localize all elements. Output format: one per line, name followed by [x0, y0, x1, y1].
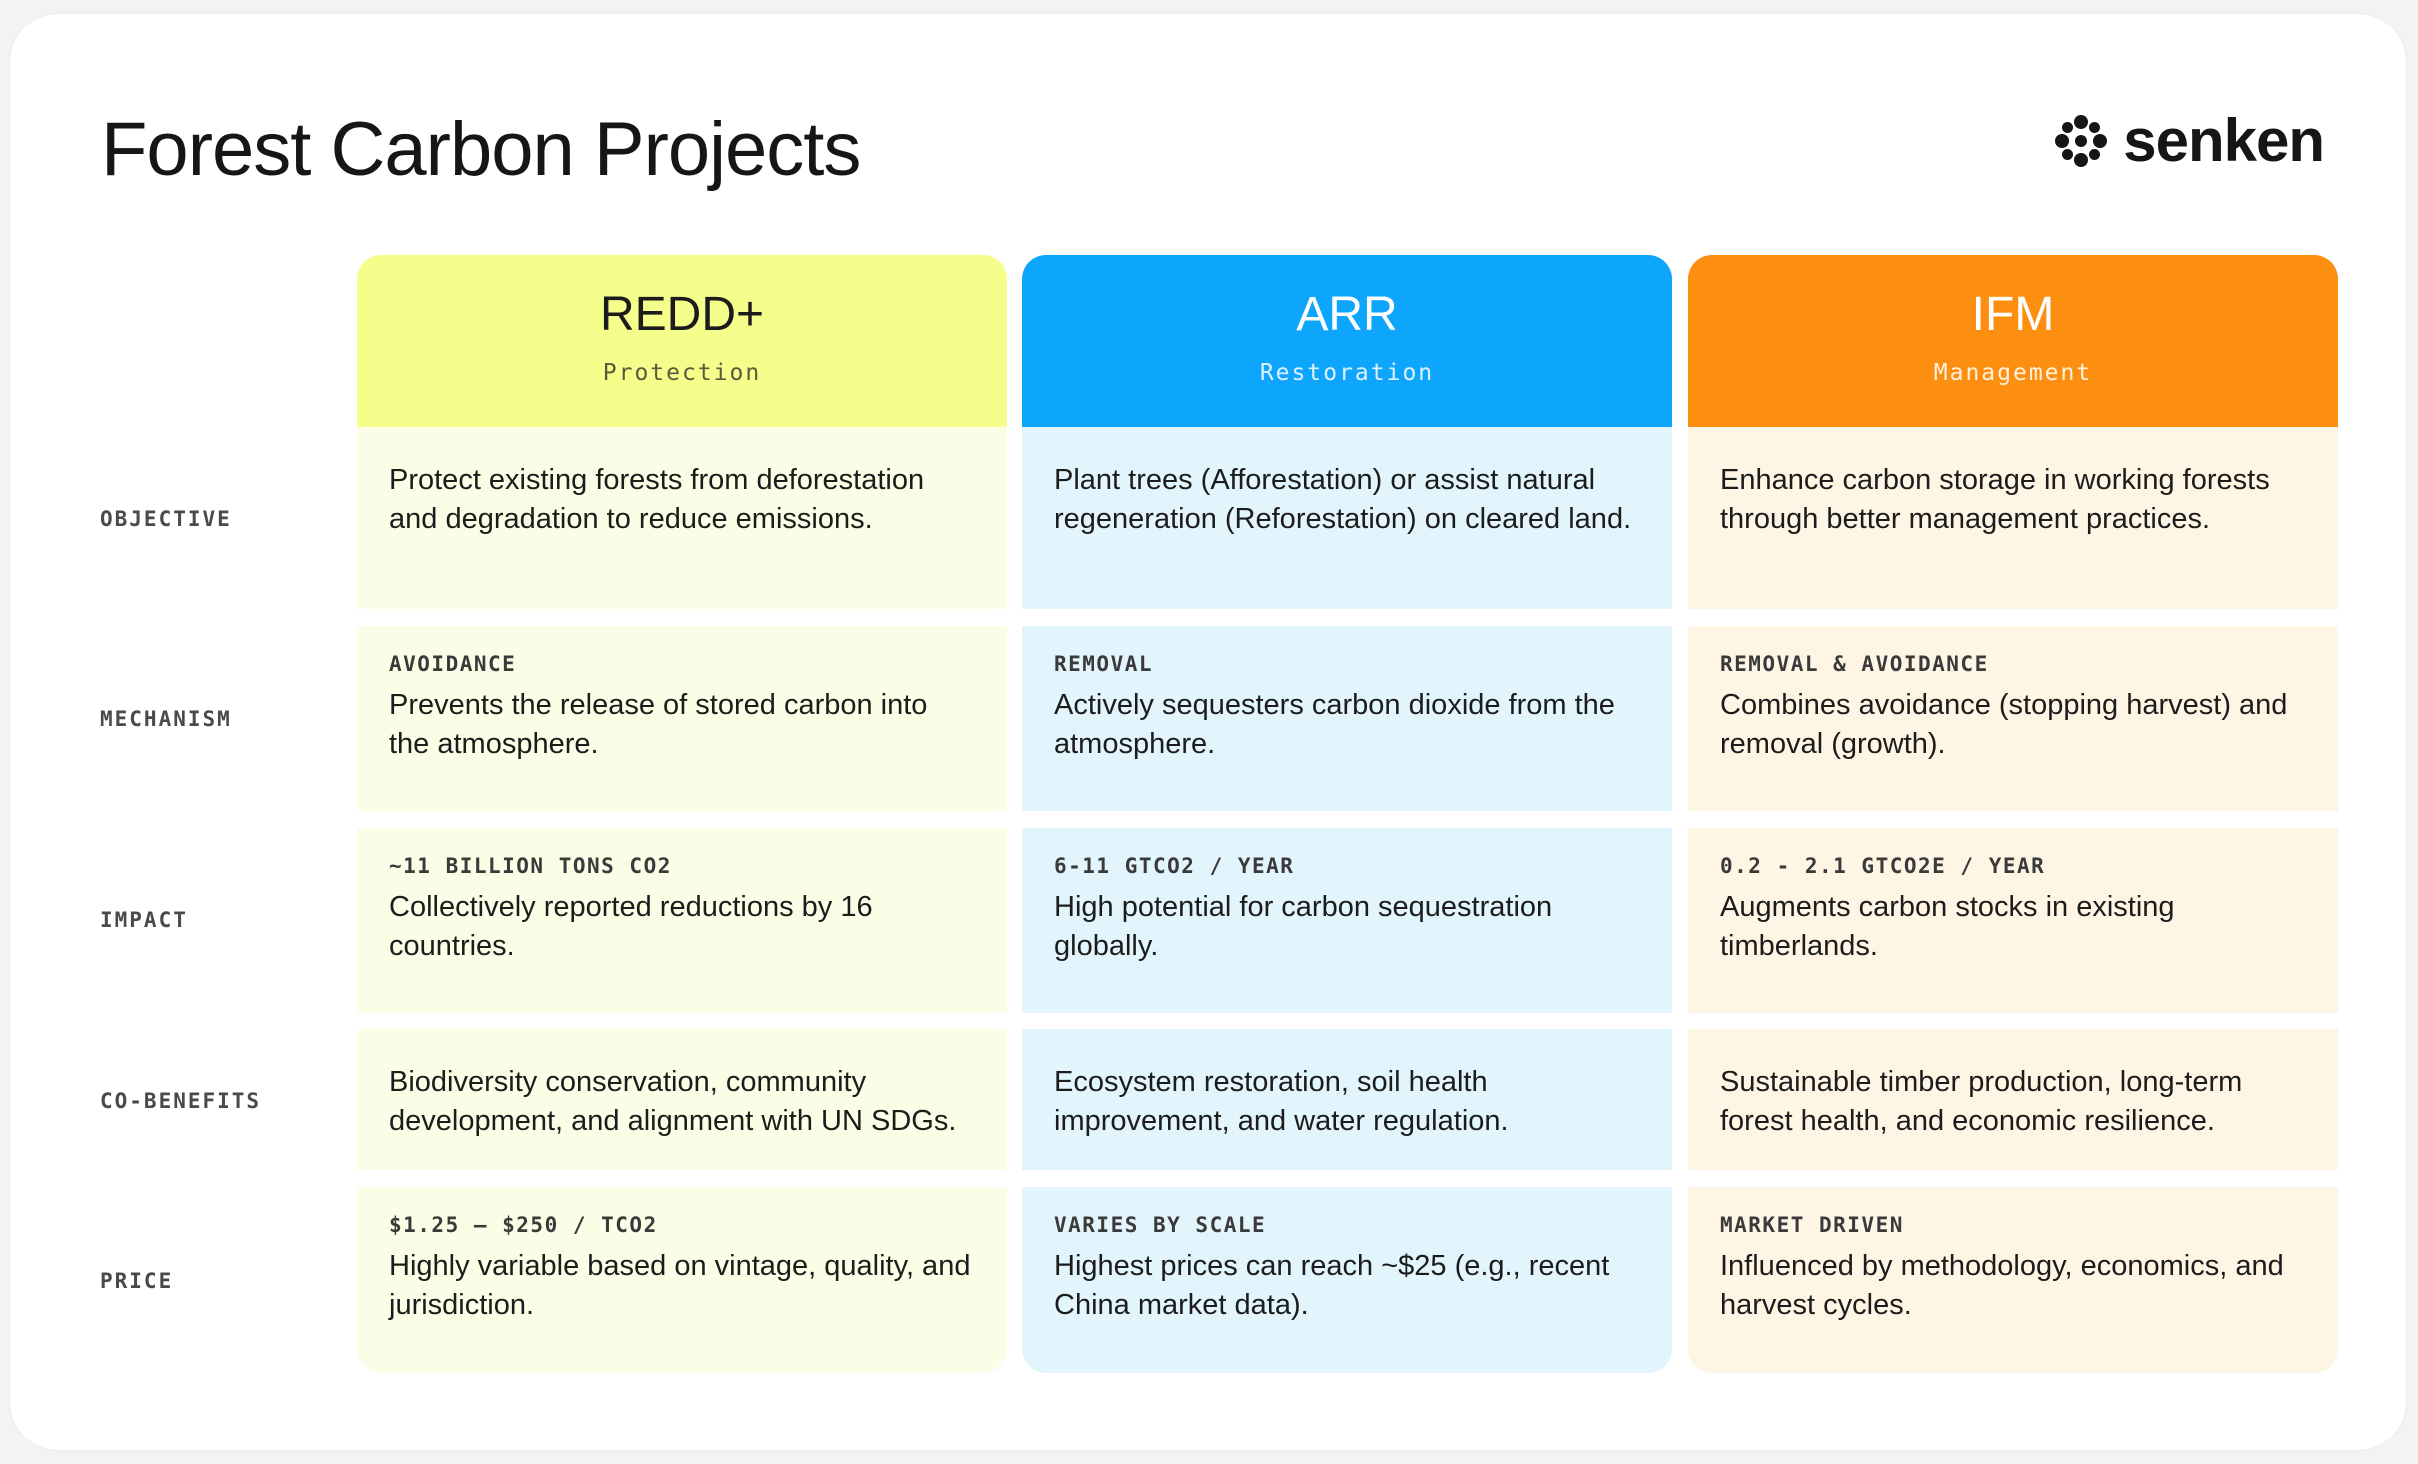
- cell-text: Highest prices can reach ~$25 (e.g., rec…: [1054, 1250, 1610, 1321]
- row-label-objective: OBJECTIVE: [100, 507, 232, 531]
- card: Forest Carbon Projects senken REDD+ Prot…: [10, 14, 2406, 1450]
- cell-text: Protect existing forests from deforestat…: [389, 464, 925, 535]
- cell-redd-impact: ~11 BILLION TONS CO2 Collectively report…: [357, 828, 1007, 1013]
- column-title: REDD+: [599, 288, 765, 341]
- cell-text: Enhance carbon storage in working forest…: [1720, 464, 2270, 535]
- column-title: ARR: [1296, 288, 1398, 341]
- cell-arr-impact: 6-11 GTCO2 / YEAR High potential for car…: [1022, 828, 1672, 1013]
- cell-text: Sustainable timber production, long-term…: [1720, 1066, 2243, 1137]
- cell-text: Influenced by methodology, economics, an…: [1720, 1250, 2284, 1321]
- column-header-arr: ARR Restoration: [1022, 255, 1672, 427]
- cell-redd-price: $1.25 – $250 / TCO2 Highly variable base…: [357, 1187, 1007, 1373]
- cell-ifm-impact: 0.2 - 2.1 GTCO2E / YEAR Augments carbon …: [1688, 828, 2338, 1013]
- cell-ifm-mechanism: REMOVAL & AVOIDANCE Combines avoidance (…: [1688, 626, 2338, 811]
- cell-text: Plant trees (Afforestation) or assist na…: [1054, 464, 1632, 535]
- row-label-co-benefits: CO-BENEFITS: [100, 1089, 262, 1113]
- cell-tag: ~11 BILLION TONS CO2: [389, 854, 672, 878]
- row-label-mechanism: MECHANISM: [100, 707, 232, 731]
- row-label-impact: IMPACT: [100, 908, 188, 932]
- cell-ifm-co-benefits: Sustainable timber production, long-term…: [1688, 1029, 2338, 1170]
- column-subtitle: Protection: [602, 360, 762, 386]
- brand-name: senken: [2123, 107, 2325, 174]
- cell-text: Augments carbon stocks in existing timbe…: [1720, 891, 2175, 962]
- cell-arr-co-benefits: Ecosystem restoration, soil health impro…: [1022, 1029, 1672, 1170]
- cell-arr-objective: Plant trees (Afforestation) or assist na…: [1022, 427, 1672, 609]
- cell-tag: REMOVAL: [1054, 652, 1154, 676]
- cell-tag: VARIES BY SCALE: [1054, 1213, 1267, 1237]
- page-title: Forest Carbon Projects: [101, 107, 861, 192]
- cell-redd-objective: Protect existing forests from deforestat…: [357, 427, 1007, 609]
- cell-ifm-objective: Enhance carbon storage in working forest…: [1688, 427, 2338, 609]
- row-label-price: PRICE: [100, 1269, 174, 1293]
- cell-tag: 6-11 GTCO2 / YEAR: [1054, 854, 1295, 878]
- brand-logo: senken: [2051, 106, 2325, 175]
- cell-ifm-price: MARKET DRIVEN Influenced by methodology,…: [1688, 1187, 2338, 1373]
- cell-redd-mechanism: AVOIDANCE Prevents the release of stored…: [357, 626, 1007, 811]
- cell-text: Prevents the release of stored carbon in…: [389, 689, 928, 760]
- cell-tag: MARKET DRIVEN: [1720, 1213, 1904, 1237]
- column-header-ifm: IFM Management: [1688, 255, 2338, 427]
- cell-tag: $1.25 – $250 / TCO2: [389, 1213, 658, 1237]
- column-subtitle: Restoration: [1259, 360, 1435, 386]
- senken-flower-icon: [2055, 114, 2108, 167]
- column-header-redd: REDD+ Protection: [357, 255, 1007, 427]
- cell-text: Combines avoidance (stopping harvest) an…: [1720, 689, 2288, 760]
- cell-tag: AVOIDANCE: [389, 652, 517, 676]
- column-title: IFM: [1971, 288, 2055, 341]
- cell-text: Collectively reported reductions by 16 c…: [389, 891, 873, 962]
- cell-text: High potential for carbon sequestration …: [1054, 891, 1553, 962]
- cell-tag: 0.2 - 2.1 GTCO2E / YEAR: [1720, 854, 2046, 878]
- cell-arr-mechanism: REMOVAL Actively sequesters carbon dioxi…: [1022, 626, 1672, 811]
- cell-text: Biodiversity conservation, community dev…: [389, 1066, 957, 1137]
- column-subtitle: Management: [1933, 360, 2093, 386]
- cell-redd-co-benefits: Biodiversity conservation, community dev…: [357, 1029, 1007, 1170]
- cell-arr-price: VARIES BY SCALE Highest prices can reach…: [1022, 1187, 1672, 1373]
- cell-tag: REMOVAL & AVOIDANCE: [1720, 652, 1989, 676]
- cell-text: Ecosystem restoration, soil health impro…: [1054, 1066, 1509, 1137]
- cell-text: Actively sequesters carbon dioxide from …: [1054, 689, 1615, 760]
- cell-text: Highly variable based on vintage, qualit…: [389, 1250, 971, 1321]
